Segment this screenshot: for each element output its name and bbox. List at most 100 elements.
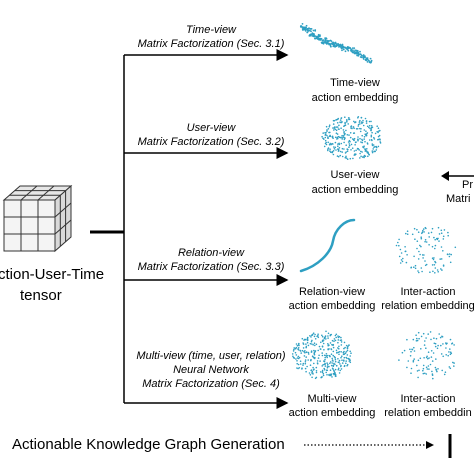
embedding-point xyxy=(425,241,428,243)
embedding-point xyxy=(346,364,348,367)
embedding-point xyxy=(345,144,348,146)
embedding-point xyxy=(347,345,349,348)
embedding-point xyxy=(424,239,427,241)
embedding-point xyxy=(369,61,372,64)
embedding-point xyxy=(301,23,304,25)
embedding-point xyxy=(330,348,333,351)
tensor-label-line1: ction-User-Time xyxy=(0,266,105,283)
embedding-point xyxy=(345,351,348,353)
embedding-point xyxy=(371,151,374,154)
embedding-point xyxy=(339,150,342,153)
embedding-point xyxy=(429,271,431,274)
embedding-point xyxy=(312,366,314,369)
embedding-point xyxy=(413,266,415,269)
embedding-point xyxy=(398,244,400,247)
embedding-point xyxy=(373,136,375,139)
embedding-point xyxy=(431,227,434,230)
embedding-point xyxy=(336,44,339,47)
embedding-point xyxy=(434,244,437,247)
embedding-point xyxy=(434,267,437,269)
embedding-point xyxy=(349,140,351,143)
embedding-point xyxy=(442,264,445,267)
embedding-point xyxy=(402,257,404,260)
embedding-point xyxy=(320,37,323,40)
embedding-point xyxy=(361,55,364,57)
embedding-point xyxy=(334,128,337,131)
embedding-point xyxy=(327,137,329,139)
embedding-point xyxy=(299,363,302,365)
embedding-point xyxy=(431,245,434,248)
embedding-point xyxy=(310,369,312,372)
embedding-point xyxy=(331,339,334,342)
inter-action-caption-1-line2: relation embedding xyxy=(381,300,474,312)
embedding-point xyxy=(422,367,425,370)
embedding-point xyxy=(341,151,344,153)
embedding-point xyxy=(340,365,342,368)
embedding-point xyxy=(341,134,343,137)
embedding-point xyxy=(431,373,434,375)
embedding-point xyxy=(302,362,305,365)
embedding-point xyxy=(301,349,304,352)
embedding-point xyxy=(453,344,455,346)
embedding-point xyxy=(337,358,339,360)
embedding-point xyxy=(312,344,315,346)
embedding-point xyxy=(321,376,323,378)
embedding-point xyxy=(447,231,449,234)
embedding-point xyxy=(351,47,354,49)
embedding-point xyxy=(369,127,371,130)
embedding-point xyxy=(418,250,420,253)
embedding-point xyxy=(362,121,364,124)
embedding-point xyxy=(337,148,339,150)
multi-view-method-subtitle: Neural Network xyxy=(173,364,249,376)
embedding-point xyxy=(361,156,364,158)
embedding-point xyxy=(338,124,340,127)
embedding-point xyxy=(325,330,327,333)
embedding-point xyxy=(445,354,448,356)
embedding-point xyxy=(337,128,340,130)
embedding-point xyxy=(373,150,375,153)
embedding-point xyxy=(377,127,380,129)
embedding-point xyxy=(356,128,359,130)
relation-view-method-subtitle: Matrix Factorization (Sec. 3.3) xyxy=(137,261,285,273)
embedding-point xyxy=(338,372,341,374)
embedding-point xyxy=(335,336,338,339)
embedding-point xyxy=(311,376,313,379)
embedding-point xyxy=(437,368,439,370)
embedding-point xyxy=(418,337,420,340)
embedding-point xyxy=(399,262,402,264)
embedding-point xyxy=(338,143,341,146)
embedding-point xyxy=(410,350,412,353)
embedding-point xyxy=(354,153,357,156)
embedding-point xyxy=(400,259,403,261)
embedding-point xyxy=(424,260,426,262)
embedding-point xyxy=(304,359,307,361)
embedding-point xyxy=(356,49,359,52)
embedding-point xyxy=(357,139,359,142)
embedding-point xyxy=(416,337,418,340)
embedding-point xyxy=(334,141,337,144)
embedding-point xyxy=(362,54,365,57)
embedding-point xyxy=(433,236,435,239)
embedding-point xyxy=(323,336,326,339)
user-view-method-subtitle: Matrix Factorization (Sec. 3.2) xyxy=(137,136,285,148)
embedding-point xyxy=(368,126,370,129)
embedding-point xyxy=(321,39,324,42)
embedding-point xyxy=(420,245,422,248)
embedding-point xyxy=(332,123,335,125)
embedding-point xyxy=(410,267,412,269)
embedding-point xyxy=(400,252,403,254)
embedding-point xyxy=(429,331,432,333)
embedding-point xyxy=(441,369,444,372)
embedding-point xyxy=(335,129,338,132)
embedding-point xyxy=(310,340,313,343)
embedding-point xyxy=(307,351,310,354)
embedding-point xyxy=(339,121,341,123)
arrowhead-right-edge xyxy=(441,171,449,181)
embedding-point xyxy=(405,261,408,264)
embedding-point xyxy=(340,341,343,343)
inter-action-relation-embedding-plot-1 xyxy=(395,226,457,274)
embedding-point xyxy=(336,155,339,157)
embedding-point xyxy=(293,348,295,351)
embedding-point xyxy=(437,271,440,273)
embedding-point xyxy=(344,156,347,159)
